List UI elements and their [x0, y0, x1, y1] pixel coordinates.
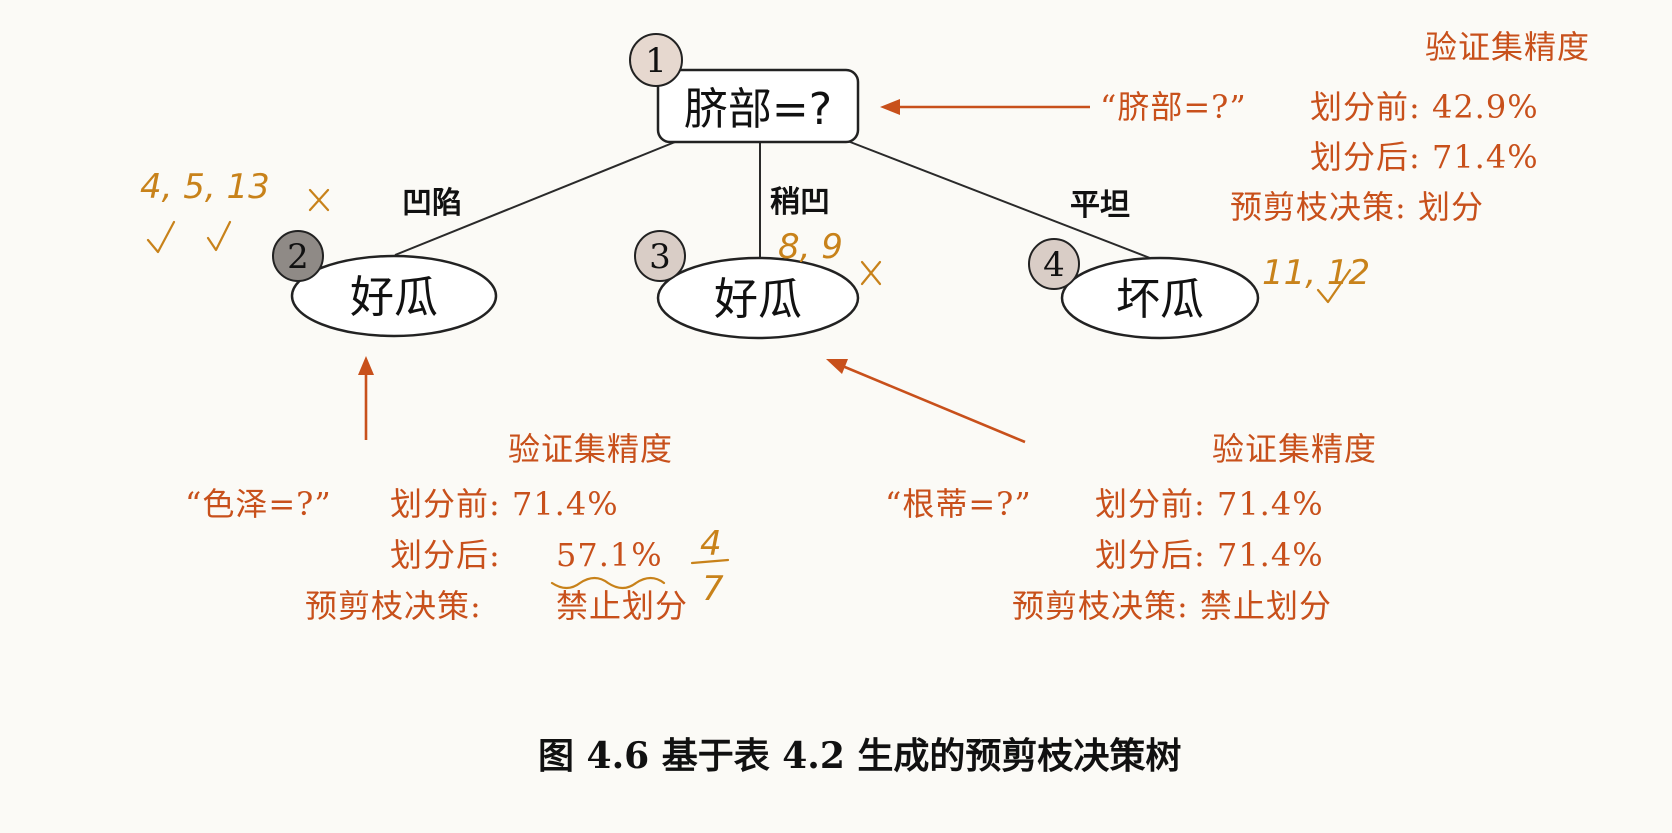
left-ann-after-value: 57.1%: [556, 536, 663, 574]
arrow-root-head: [880, 99, 900, 115]
handwriting-fraction-bar: [690, 558, 730, 565]
right-ann-decision: 预剪枝决策: 禁止划分: [1012, 587, 1332, 625]
handwriting-right-check: [1316, 268, 1352, 304]
root-ann-decision: 预剪枝决策: 划分: [1230, 188, 1484, 226]
middle-leaf-label: 好瓜: [714, 274, 802, 325]
handwriting-left-samples: 4, 5, 13: [140, 167, 270, 207]
badge-3: [634, 230, 686, 282]
handwriting-middle-samples: 8, 9: [778, 227, 843, 267]
left-ann-feature: “色泽=?”: [185, 485, 332, 523]
edge-right: [844, 139, 1151, 259]
root-node-box: [656, 68, 860, 144]
handwriting-underline: [550, 576, 666, 590]
right-leaf-oval: [1060, 256, 1260, 340]
arrow-middle: [839, 363, 1026, 444]
right-ann-before: 划分前: 71.4%: [1095, 485, 1324, 523]
left-ann-before: 划分前: 71.4%: [390, 485, 619, 523]
badge-4: [1028, 238, 1080, 290]
arrow-left-head: [358, 356, 374, 375]
root-ann-after: 划分后: 71.4%: [1310, 138, 1539, 176]
figure-caption: 图 4.6 基于表 4.2 生成的预剪枝决策树: [538, 735, 1181, 777]
edge-label-right: 平坦: [1070, 188, 1130, 223]
edge-left: [394, 139, 681, 256]
arrow-middle-head: [826, 359, 848, 374]
middle-leaf-oval: [656, 256, 860, 340]
handwriting-right-samples: 11, 12: [1262, 253, 1370, 293]
root-ann-feature: “脐部=?”: [1100, 88, 1247, 126]
left-ann-decision-label: 预剪枝决策:: [305, 587, 482, 625]
root-node-label: 脐部=?: [684, 84, 832, 135]
left-leaf-label: 好瓜: [350, 272, 438, 323]
root-ann-title: 验证集精度: [1425, 28, 1590, 66]
left-ann-title: 验证集精度: [508, 430, 673, 468]
root-ann-before: 划分前: 42.9%: [1310, 88, 1539, 126]
right-ann-feature: “根蒂=?”: [885, 485, 1032, 523]
badge-4-number: 4: [1043, 245, 1065, 285]
handwriting-middle-cross: [860, 260, 882, 286]
badge-3-number: 3: [649, 237, 671, 277]
handwriting-fraction-numerator: 4: [700, 524, 722, 564]
badge-2: [272, 230, 324, 282]
left-ann-decision-value: 禁止划分: [556, 587, 688, 625]
handwriting-left-checks: [146, 188, 330, 254]
badge-1: [629, 33, 683, 87]
right-ann-title: 验证集精度: [1212, 430, 1377, 468]
right-leaf-label: 坏瓜: [1116, 274, 1204, 325]
edge-label-middle: 稍凹: [770, 185, 830, 220]
edge-label-left: 凹陷: [402, 186, 462, 221]
right-ann-after: 划分后: 71.4%: [1095, 536, 1324, 574]
left-ann-after-label: 划分后:: [390, 536, 501, 574]
badge-1-number: 1: [645, 41, 667, 81]
handwriting-fraction-denominator: 7: [702, 569, 724, 609]
badge-2-number: 2: [287, 237, 309, 277]
left-leaf-oval: [290, 254, 498, 338]
